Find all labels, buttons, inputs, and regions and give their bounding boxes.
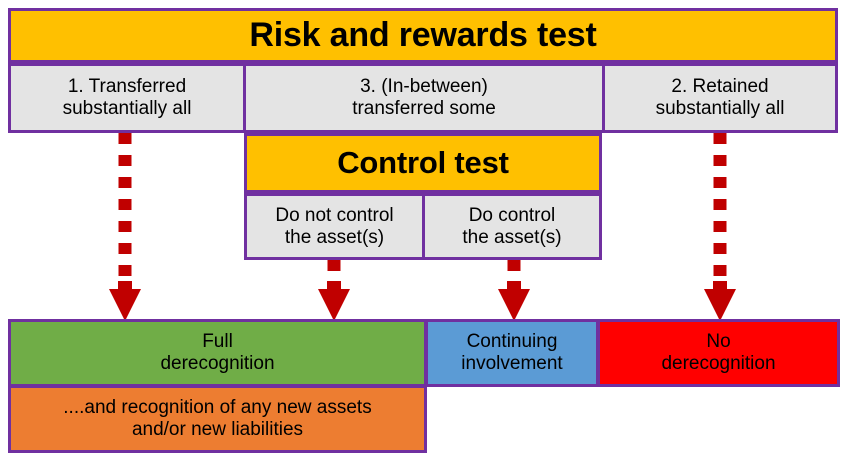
outcome-new-assets-addendum-label: ....and recognition of any new assets an… <box>63 397 372 440</box>
control-test-banner: Control test <box>244 133 602 193</box>
arrow-down-icon <box>498 260 530 321</box>
risk-and-rewards-test-title: Risk and rewards test <box>249 15 597 54</box>
control-test-title: Control test <box>337 145 509 181</box>
control-option-do-control-label: Do control the asset(s) <box>462 204 562 248</box>
risk-option-retained-substantially-all[interactable]: 2. Retained substantially all <box>602 63 838 133</box>
control-option-do-control[interactable]: Do control the asset(s) <box>422 193 602 260</box>
outcome-full-derecognition[interactable]: Full derecognition <box>8 319 427 387</box>
arrow-retained-to-no-derecognition <box>703 131 737 321</box>
risk-option-retained-label: 2. Retained substantially all <box>655 76 785 119</box>
outcome-full-derecognition-label: Full derecognition <box>160 331 275 374</box>
outcome-no-derecognition[interactable]: No derecognition <box>597 319 840 387</box>
risk-option-in-between-label: 3. (In-between) transferred some <box>352 76 496 119</box>
arrow-down-icon <box>704 133 736 321</box>
risk-option-transferred-substantially-all[interactable]: 1. Transferred substantially all <box>8 63 246 133</box>
arrow-do-not-control-to-full-derecognition <box>317 258 351 321</box>
arrow-transferred-to-full-derecognition <box>108 131 142 321</box>
arrow-down-icon <box>318 260 350 321</box>
control-option-do-not-control-label: Do not control the asset(s) <box>275 204 394 248</box>
risk-option-in-between-transferred-some[interactable]: 3. (In-between) transferred some <box>243 63 605 133</box>
outcome-no-derecognition-label: No derecognition <box>661 331 776 374</box>
outcome-continuing-involvement[interactable]: Continuing involvement <box>425 319 599 387</box>
arrow-do-control-to-continuing-involvement <box>497 258 531 321</box>
control-option-do-not-control[interactable]: Do not control the asset(s) <box>244 193 425 260</box>
risk-option-transferred-label: 1. Transferred substantially all <box>62 76 192 119</box>
outcome-new-assets-addendum[interactable]: ....and recognition of any new assets an… <box>8 385 427 453</box>
outcome-continuing-involvement-label: Continuing involvement <box>461 331 563 374</box>
risk-and-rewards-test-banner: Risk and rewards test <box>8 8 838 63</box>
arrow-down-icon <box>109 133 141 321</box>
